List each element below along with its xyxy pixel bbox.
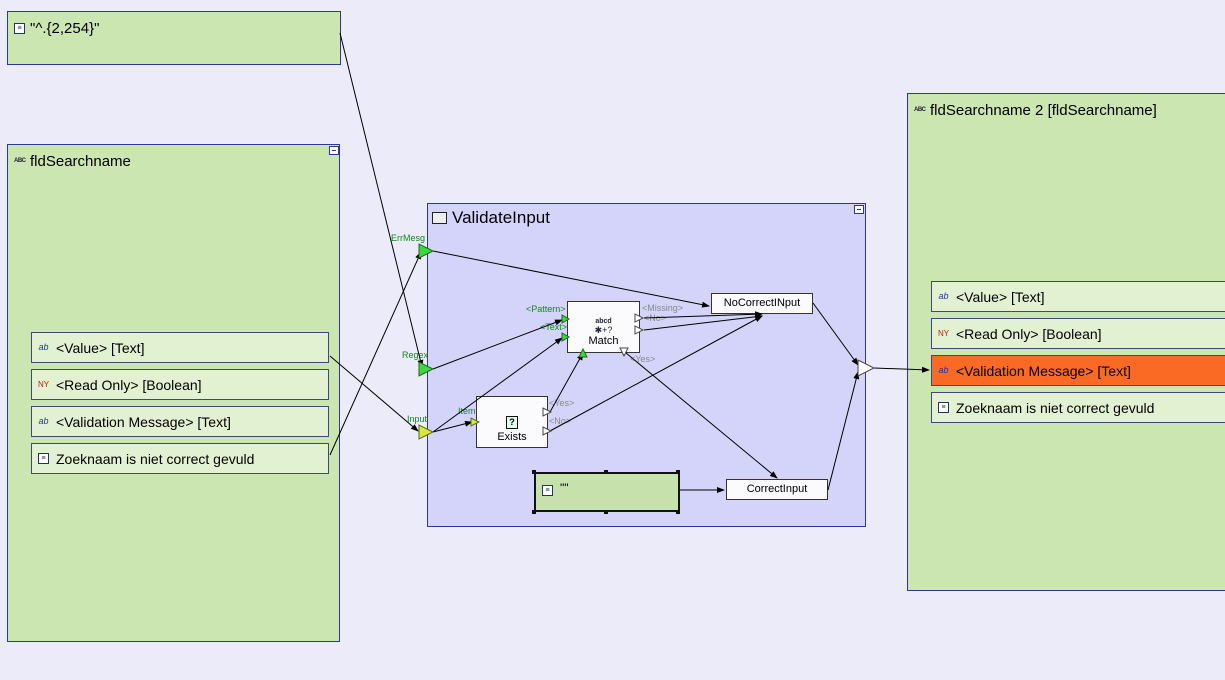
- list-icon: ≡: [542, 485, 553, 496]
- port-exists-yes: [542, 407, 553, 417]
- port-pattern: [561, 314, 571, 324]
- text-type-icon: ab: [38, 342, 49, 352]
- connector-value-in: [329, 355, 419, 432]
- right-node-title: ABC fldSearchname 2 [fldSearchname]: [914, 102, 1157, 119]
- port-no: [634, 325, 645, 335]
- right-field-message-constant[interactable]: ≡ Zoeknaam is niet correct gevuld: [931, 392, 1225, 423]
- port-input: [418, 424, 435, 440]
- port-match-bottom: [578, 347, 588, 358]
- connector-missing-nocorrect: [643, 311, 763, 319]
- field-label: Zoeknaam is niet correct gevuld: [956, 399, 1155, 416]
- right-node-title-text: fldSearchname 2 [fldSearchname]: [930, 102, 1157, 119]
- validate-input-title: ValidateInput: [432, 208, 550, 228]
- validate-input-title-text: ValidateInput: [452, 208, 550, 227]
- port-label-exists-yes: <Yes>: [549, 398, 575, 408]
- port-label-missing: <Missing>: [642, 303, 684, 313]
- port-yes: [619, 347, 629, 358]
- connector-input-exists: [432, 420, 473, 433]
- empty-string-text: "": [560, 481, 569, 495]
- connector-exists-nocorrect: [549, 315, 763, 432]
- connector-no-nocorrect: [643, 313, 763, 331]
- left-node-title-text: fldSearchname: [30, 153, 131, 170]
- port-errmesg: [418, 243, 435, 259]
- port-label-pattern: <Pattern>: [526, 304, 566, 314]
- empty-string-constant[interactable]: ≡ "": [534, 472, 680, 512]
- port-missing: [634, 313, 645, 323]
- text-type-icon: ab: [938, 365, 949, 375]
- connector-out-target: [873, 366, 930, 373]
- subflow-icon: [432, 212, 447, 224]
- port-exists-no: [542, 426, 553, 436]
- boolean-type-icon: NY: [38, 380, 50, 389]
- connector-regex-in: [339, 32, 424, 368]
- port-merge: [857, 359, 876, 377]
- exists-label: Exists: [497, 431, 527, 443]
- text-type-icon: ab: [38, 416, 49, 426]
- match-box[interactable]: abcd ✱+? Match: [567, 301, 640, 353]
- field-label: <Read Only> [Boolean]: [56, 376, 202, 393]
- left-field-message-constant[interactable]: ≡ Zoeknaam is niet correct gevuld: [31, 443, 329, 474]
- match-glyph-bottom: ✱+?: [594, 325, 613, 335]
- match-label: Match: [588, 335, 619, 347]
- port-label-exists-no: <No>: [549, 416, 572, 426]
- list-icon: ≡: [38, 453, 49, 464]
- exists-box[interactable]: ? Exists: [476, 396, 548, 448]
- connector-regex-pattern: [432, 319, 563, 370]
- port-label-item: Item: [458, 406, 476, 416]
- port-label-regex: Regex: [402, 350, 429, 360]
- connector-nocorrect-out: [812, 302, 859, 366]
- match-glyph-top: abcd: [595, 318, 612, 325]
- right-field-readonly[interactable]: NY <Read Only> [Boolean]: [931, 318, 1225, 349]
- left-field-value[interactable]: ab <Value> [Text]: [31, 332, 329, 363]
- connector-correct-out: [827, 371, 860, 491]
- boolean-type-icon: NY: [938, 329, 950, 338]
- field-label: <Validation Message> [Text]: [56, 413, 231, 430]
- text-type-icon: ab: [938, 291, 949, 301]
- field-label: <Value> [Text]: [56, 339, 145, 356]
- right-field-validation-message[interactable]: ab <Validation Message> [Text]: [931, 355, 1225, 386]
- regex-constant-node[interactable]: ≡ "^.{2,254}": [7, 11, 341, 65]
- collapse-icon[interactable]: [329, 146, 339, 155]
- abc-icon: ABC: [14, 158, 26, 164]
- port-label-errmesg: ErrMesg: [391, 233, 426, 243]
- collapse-icon[interactable]: [854, 205, 864, 214]
- regex-constant-title: ≡ "^.{2,254}": [14, 20, 99, 37]
- port-label-yes: <Yes>: [630, 354, 656, 364]
- port-item: [470, 417, 481, 427]
- port-label-input: Input: [407, 414, 428, 424]
- field-label: <Validation Message> [Text]: [956, 362, 1131, 379]
- left-node-title: ABC fldSearchname: [14, 153, 131, 170]
- connector-input-text: [432, 337, 563, 433]
- connector-errmesg-nocorrect: [432, 250, 710, 308]
- connector-errmesg-in: [329, 251, 422, 456]
- connector-exists-match: [549, 352, 584, 413]
- list-icon: ≡: [938, 402, 949, 413]
- field-label: <Read Only> [Boolean]: [956, 325, 1102, 342]
- field-label: <Value> [Text]: [956, 288, 1045, 305]
- left-field-readonly[interactable]: NY <Read Only> [Boolean]: [31, 369, 329, 400]
- correct-input-box[interactable]: CorrectInput: [726, 479, 828, 500]
- port-regex: [418, 361, 435, 377]
- left-field-validation-message[interactable]: ab <Validation Message> [Text]: [31, 406, 329, 437]
- regex-constant-text: "^.{2,254}": [30, 20, 100, 37]
- right-field-value[interactable]: ab <Value> [Text]: [931, 281, 1225, 312]
- connector-yes-correct: [625, 352, 778, 479]
- field-label: Zoeknaam is niet correct gevuld: [56, 450, 255, 467]
- port-label-text: <Text>: [540, 322, 568, 332]
- port-text: [561, 332, 571, 342]
- question-icon: ?: [506, 416, 518, 429]
- no-correct-input-box[interactable]: NoCorrectINput: [711, 293, 813, 314]
- abc-icon: ABC: [914, 107, 926, 113]
- list-icon: ≡: [14, 23, 25, 34]
